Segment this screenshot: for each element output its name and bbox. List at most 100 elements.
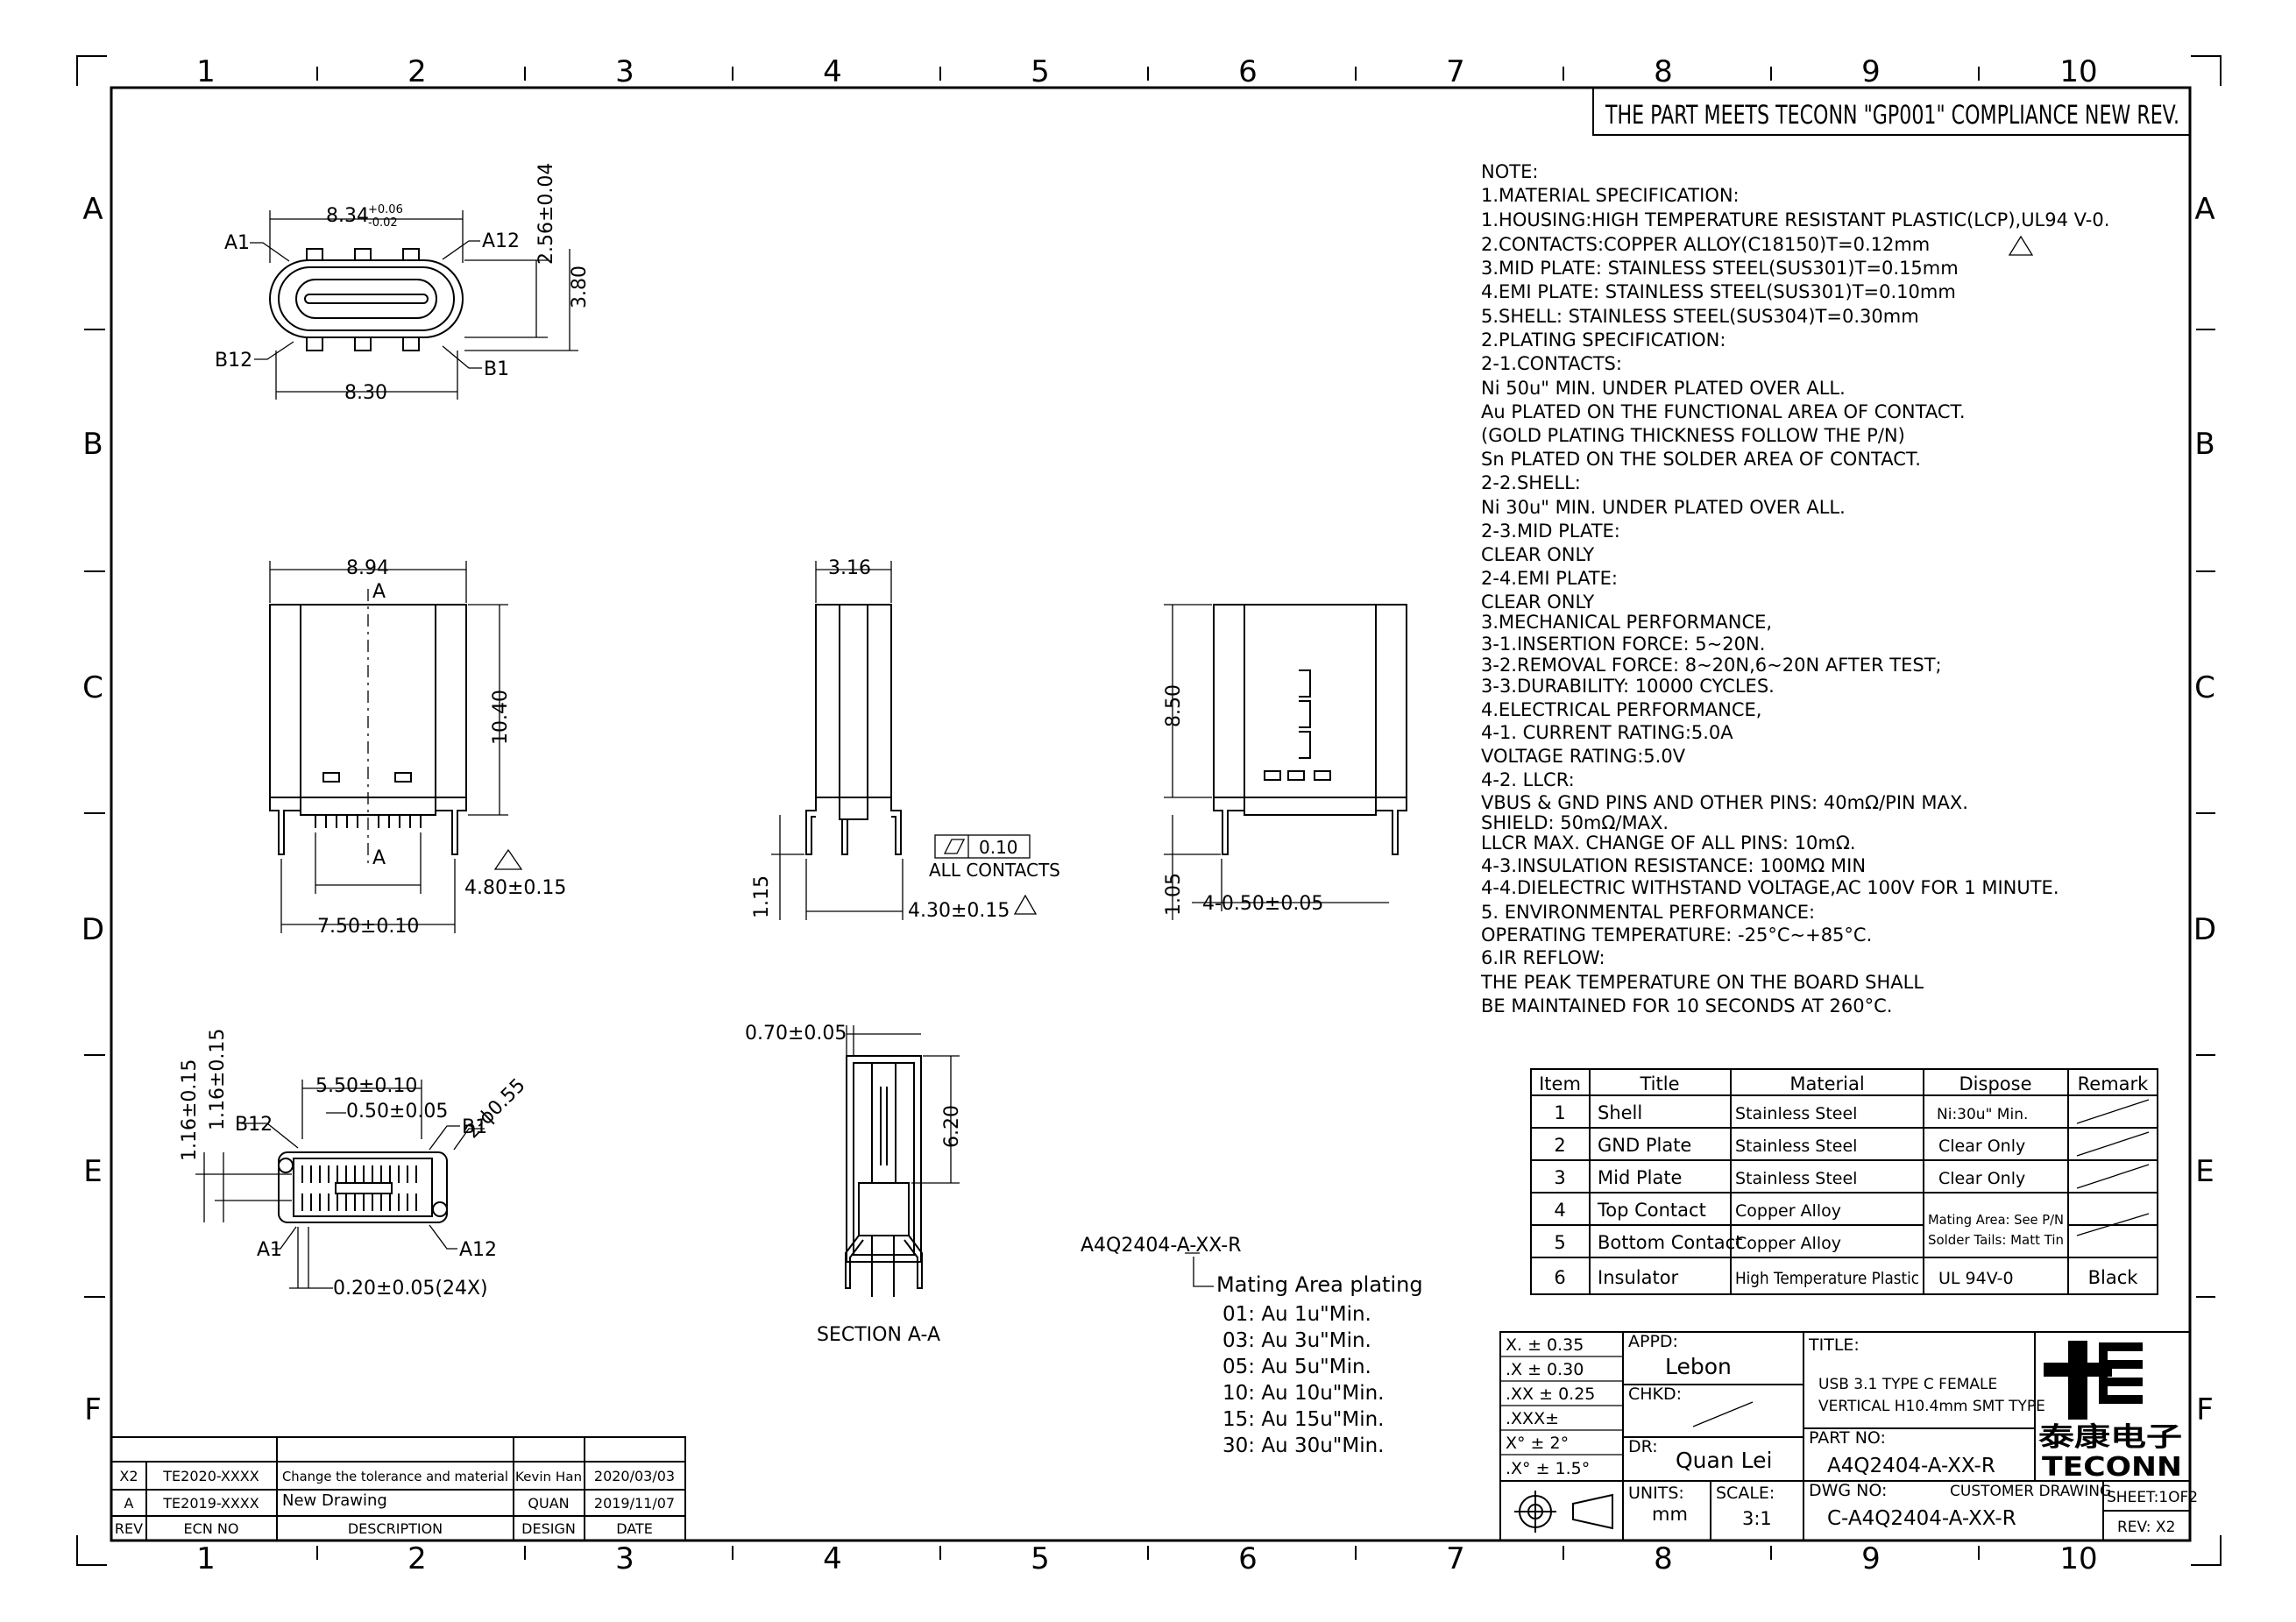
rev-cell: A: [124, 1495, 134, 1512]
bom-cell-title: Mid Plate: [1598, 1167, 1682, 1188]
svg-text:F: F: [2196, 1392, 2214, 1427]
zone-ticks: [84, 67, 2215, 1560]
note-line: 5. ENVIRONMENTAL PERFORMANCE:: [1481, 902, 1815, 923]
bottom-offset1: 1.16±0.15: [179, 1059, 201, 1161]
note-line: 4.ELECTRICAL PERFORMANCE,: [1481, 699, 1761, 720]
part-code-option: 30: Au 30u"Min.: [1222, 1434, 1385, 1457]
svg-text:8: 8: [1654, 1541, 1673, 1576]
note-line: 2.CONTACTS:COPPER ALLOY(C18150)T=0.12mm: [1481, 234, 1930, 255]
projection-symbol-icon: [1514, 1491, 1613, 1533]
note-line: 3-3.DURABILITY: 10000 CYCLES.: [1481, 676, 1775, 697]
note-line: 4-3.INSULATION RESISTANCE: 100MΩ MIN: [1481, 855, 1866, 876]
bom-cell-item: 5: [1554, 1232, 1565, 1253]
svg-text:3: 3: [615, 1541, 634, 1576]
section-shell: 0.70±0.05: [745, 1023, 847, 1045]
bottom-pin-a1: A1: [257, 1239, 282, 1261]
units-label: UNITS:: [1628, 1484, 1684, 1503]
svg-text:9: 9: [1861, 54, 1881, 89]
rev-cell: TE2020-XXXX: [162, 1468, 259, 1484]
part-code-option: 05: Au 5u"Min.: [1222, 1356, 1371, 1378]
svg-text:F: F: [84, 1392, 102, 1427]
bom-cell-title: Insulator: [1598, 1267, 1679, 1288]
scale-label: SCALE:: [1716, 1484, 1775, 1503]
dr-name: Quan Lei: [1676, 1448, 1772, 1473]
front-width-tol-minus: -0.02: [368, 216, 398, 230]
side-tail-span: 7.50±0.10: [317, 916, 419, 938]
rev-cell: QUAN: [528, 1495, 569, 1512]
note-line: 4-4.DIELECTRIC WITHSTAND VOLTAGE,AC 100V…: [1481, 877, 2059, 898]
svg-text:10: 10: [2059, 1541, 2097, 1576]
note-line: SHIELD: 50mΩ/MAX.: [1481, 812, 1669, 833]
bom-cell-dispose: Ni:30u" Min.: [1937, 1106, 2028, 1123]
note-line: 1.HOUSING:HIGH TEMPERATURE RESISTANT PLA…: [1481, 209, 2109, 230]
note-line: 3-2.REMOVAL FORCE: 8~20N,6~20N AFTER TES…: [1481, 655, 1942, 676]
side-width: 8.94: [346, 557, 389, 579]
svg-text:C: C: [2194, 670, 2215, 705]
end-tail: 1.15: [751, 875, 773, 918]
section-label: SECTION A-A: [817, 1324, 940, 1346]
svg-text:8: 8: [1654, 54, 1673, 89]
bom-header-remark: Remark: [2078, 1073, 2150, 1094]
revision-code: REV: X2: [2117, 1519, 2175, 1536]
rear-tail-width: 4-0.50±0.05: [1202, 893, 1323, 915]
note-line: 2-3.MID PLATE:: [1481, 521, 1620, 542]
company-name-en: TECONN: [2042, 1452, 2182, 1483]
svg-text:1: 1: [196, 1541, 216, 1576]
note-line: 3.MECHANICAL PERFORMANCE,: [1481, 612, 1772, 633]
customer-drawing: CUSTOMER DRAWING: [1950, 1483, 2111, 1500]
note-line: Sn PLATED ON THE SOLDER AREA OF CONTACT.: [1481, 449, 1921, 470]
teconn-logo-icon: [2044, 1341, 2143, 1420]
note-line: CLEAR ONLY: [1481, 544, 1594, 565]
bottom-pin-width: 0.20±0.05(24X): [333, 1278, 488, 1300]
front-pin-a12: A12: [482, 230, 520, 252]
front-width-top: 8.34: [326, 205, 369, 227]
svg-text:D: D: [2193, 912, 2216, 947]
tolerance-line: .X° ± 1.5°: [1506, 1459, 1590, 1478]
svg-text:7: 7: [1446, 1541, 1465, 1576]
note-line: NOTE:: [1481, 161, 1538, 182]
bom-cell-title: Top Contact: [1597, 1200, 1706, 1221]
part-code-caption: Mating Area plating: [1216, 1272, 1423, 1297]
note-line: CLEAR ONLY: [1481, 591, 1594, 613]
end-tail-width: 4.30±0.15: [908, 900, 1010, 922]
rear-height: 8.50: [1163, 684, 1185, 727]
rev-header-date: DATE: [616, 1520, 653, 1537]
part-code-option: 15: Au 15u"Min.: [1222, 1408, 1385, 1431]
note-line: THE PEAK TEMPERATURE ON THE BOARD SHALL: [1480, 972, 1924, 993]
bottom-offset2: 1.16±0.15: [207, 1029, 229, 1130]
svg-text:4: 4: [823, 54, 842, 89]
side-tail-pitch: 4.80±0.15: [464, 877, 566, 899]
bom-cell-material: Stainless Steel: [1735, 1137, 1857, 1156]
side-section-mark-bottom: A: [372, 847, 386, 869]
svg-text:D: D: [81, 912, 104, 947]
svg-text:3: 3: [615, 54, 634, 89]
title-label: TITLE:: [1808, 1335, 1860, 1355]
front-height-shell: 2.56±0.04: [535, 163, 557, 265]
revision-table: REV ECN NO DESCRIPTION DESIGN DATE X2 TE…: [110, 1436, 686, 1541]
svg-text:C: C: [82, 670, 103, 705]
rev-cell: 2020/03/03: [594, 1468, 675, 1484]
appd-label: APPD:: [1628, 1332, 1678, 1351]
scale-value: 3:1: [1742, 1508, 1772, 1529]
svg-text:6: 6: [1238, 1541, 1258, 1576]
dr-label: DR:: [1628, 1437, 1658, 1456]
rev-header-ecn: ECN NO: [184, 1520, 239, 1537]
tolerance-line: .XX ± 0.25: [1506, 1385, 1595, 1404]
bottom-pin-b12: B12: [235, 1114, 273, 1136]
frame-corners: [76, 55, 2222, 1566]
svg-text:1: 1: [196, 54, 216, 89]
svg-text:2: 2: [407, 1541, 427, 1576]
tolerance-line: X° ± 2°: [1506, 1434, 1569, 1453]
bom-cell-dispose: UL 94V-0: [1938, 1269, 2014, 1288]
note-line: 2-4.EMI PLATE:: [1481, 568, 1618, 589]
title-block: X. ± 0.35 .X ± 0.30 .XX ± 0.25 .XXX± X° …: [1499, 1331, 2198, 1541]
rev-cell: New Drawing: [282, 1491, 387, 1510]
rear-tail: 1.05: [1163, 873, 1185, 916]
section-view: 0.70±0.05 6.20 SECTION A-A: [745, 1023, 963, 1346]
svg-text:4: 4: [823, 1541, 842, 1576]
appd-name: Lebon: [1665, 1354, 1732, 1379]
note-line: Ni 50u" MIN. UNDER PLATED OVER ALL.: [1481, 378, 1846, 399]
bottom-pitch: 0.50±0.05: [346, 1101, 448, 1123]
bottom-view: 5.50±0.10 0.50±0.05 2-ϕ0.55 1.16±0.15 1.…: [179, 1029, 530, 1300]
bom-cell-dispose-merged: Solder Tails: Matt Tin: [1928, 1232, 2064, 1248]
